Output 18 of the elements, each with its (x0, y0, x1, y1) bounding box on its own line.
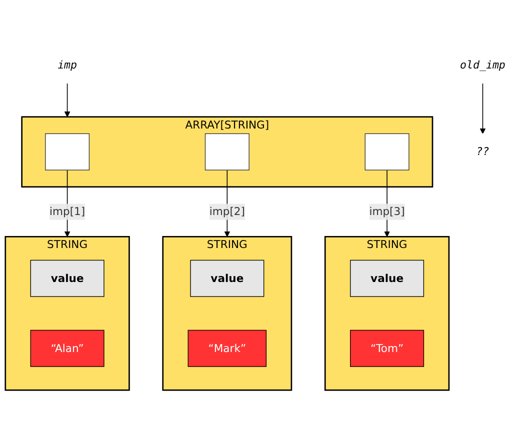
node-text: old_imp (460, 58, 506, 72)
node-box: “Alan” (30, 330, 104, 367)
edge-label: imp[2] (209, 205, 245, 218)
arrow (64, 82, 70, 118)
edge-label: imp[3] (369, 205, 405, 218)
node-box: “Tom” (350, 330, 424, 367)
edge-label: imp[1] (50, 205, 86, 218)
arrow (480, 82, 486, 134)
node-box: “Mark” (188, 330, 267, 367)
node-box (45, 133, 90, 170)
node-text: ?? (476, 145, 490, 158)
node-text: imp (58, 58, 78, 72)
node-box: value (190, 260, 264, 297)
node-box (204, 133, 250, 170)
node-box (364, 133, 410, 170)
cluster: ARRAY[STRING] (21, 116, 434, 188)
node-box: value (30, 260, 104, 297)
node-box: value (350, 260, 424, 297)
